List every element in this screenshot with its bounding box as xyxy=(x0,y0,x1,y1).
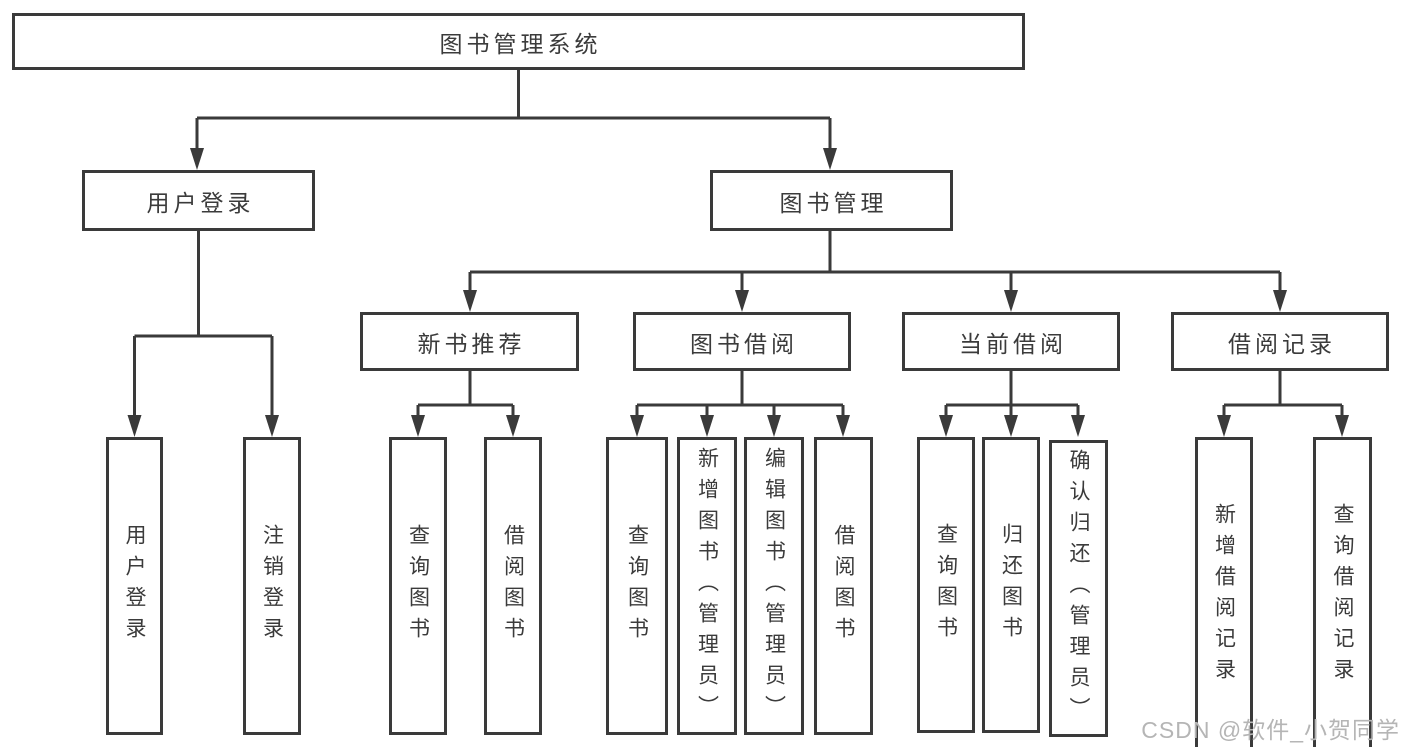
leaf-query-books-current: 查询图书 xyxy=(917,437,975,733)
leaf-user-login: 用户登录 xyxy=(106,437,163,735)
arrowhead xyxy=(823,148,837,170)
leaf-label: 查询图书 xyxy=(625,524,649,648)
leaf-query-books-recommend: 查询图书 xyxy=(389,437,447,735)
arrowhead xyxy=(1273,290,1287,312)
arrowhead xyxy=(411,415,425,437)
arrowhead xyxy=(1335,415,1349,437)
arrowhead xyxy=(1004,415,1018,437)
node-label: 新书推荐 xyxy=(417,330,526,357)
leaf-confirm-return-admin: 确认归还（管理员） xyxy=(1049,440,1108,737)
leaf-label: 归还图书 xyxy=(999,523,1023,647)
node-new-book-recommendation: 新书推荐 xyxy=(360,312,579,371)
node-label: 图书管理系统 xyxy=(439,30,602,57)
leaf-label: 确认归还（管理员） xyxy=(1067,449,1090,728)
leaf-label: 查询图书 xyxy=(934,523,958,647)
leaf-label: 借阅图书 xyxy=(832,524,855,648)
arrowhead xyxy=(190,148,204,170)
arrowhead xyxy=(1004,290,1018,312)
leaf-return-book: 归还图书 xyxy=(982,437,1040,733)
arrowhead xyxy=(939,415,953,437)
leaf-label: 新增借阅记录 xyxy=(1212,503,1236,689)
arrowhead xyxy=(265,415,279,437)
csdn-watermark: CSDN @软件_小贺同学 xyxy=(1141,717,1400,743)
leaf-label: 用户登录 xyxy=(123,524,146,648)
arrowhead xyxy=(836,415,850,437)
node-borrowing-records: 借阅记录 xyxy=(1171,312,1389,371)
connector-book-management-to-level2 xyxy=(468,231,1282,294)
arrowhead xyxy=(506,415,520,437)
leaf-label: 查询图书 xyxy=(406,524,430,648)
leaf-label: 查询借阅记录 xyxy=(1331,503,1354,689)
leaf-borrow-books: 借阅图书 xyxy=(814,437,873,735)
connector-user-login-to-leaves xyxy=(133,231,274,419)
arrowhead xyxy=(630,415,644,437)
arrowhead xyxy=(1071,415,1085,437)
connector-current-borrow-to-leaves xyxy=(944,371,1080,419)
leaf-edit-book-admin: 编辑图书（管理员） xyxy=(744,437,804,735)
arrowhead xyxy=(127,415,142,437)
leaf-borrow-books-recommend: 借阅图书 xyxy=(484,437,542,735)
arrowhead xyxy=(735,290,749,312)
node-label: 用户登录 xyxy=(146,189,255,216)
node-label: 图书管理 xyxy=(779,189,888,216)
leaf-label: 新增图书（管理员） xyxy=(695,446,719,726)
node-book-management: 图书管理 xyxy=(710,170,953,231)
connector-root-to-level1 xyxy=(195,70,832,152)
node-library-management-system: 图书管理系统 xyxy=(12,13,1025,70)
node-label: 当前借阅 xyxy=(959,330,1067,357)
arrowhead xyxy=(463,290,477,312)
node-label: 图书借阅 xyxy=(690,330,798,357)
connector-borrow-records-to-leaves xyxy=(1222,371,1344,419)
arrowhead xyxy=(767,415,781,437)
connector-new-book-to-leaves xyxy=(416,371,515,419)
leaf-query-books-borrow: 查询图书 xyxy=(606,437,668,735)
leaf-add-borrow-record: 新增借阅记录 xyxy=(1195,437,1253,747)
leaf-label: 编辑图书（管理员） xyxy=(762,446,786,726)
leaf-label: 注销登录 xyxy=(260,524,284,648)
leaf-label: 借阅图书 xyxy=(501,524,525,648)
leaf-query-borrow-record: 查询借阅记录 xyxy=(1313,437,1372,747)
leaf-logout: 注销登录 xyxy=(243,437,301,735)
node-current-borrowing: 当前借阅 xyxy=(902,312,1120,371)
leaf-add-book-admin: 新增图书（管理员） xyxy=(677,437,737,735)
arrowhead xyxy=(700,415,714,437)
node-book-borrowing: 图书借阅 xyxy=(633,312,851,371)
connector-book-borrow-to-leaves xyxy=(635,371,845,419)
arrowhead xyxy=(1217,415,1231,437)
node-user-login: 用户登录 xyxy=(82,170,315,231)
node-label: 借阅记录 xyxy=(1228,330,1336,357)
